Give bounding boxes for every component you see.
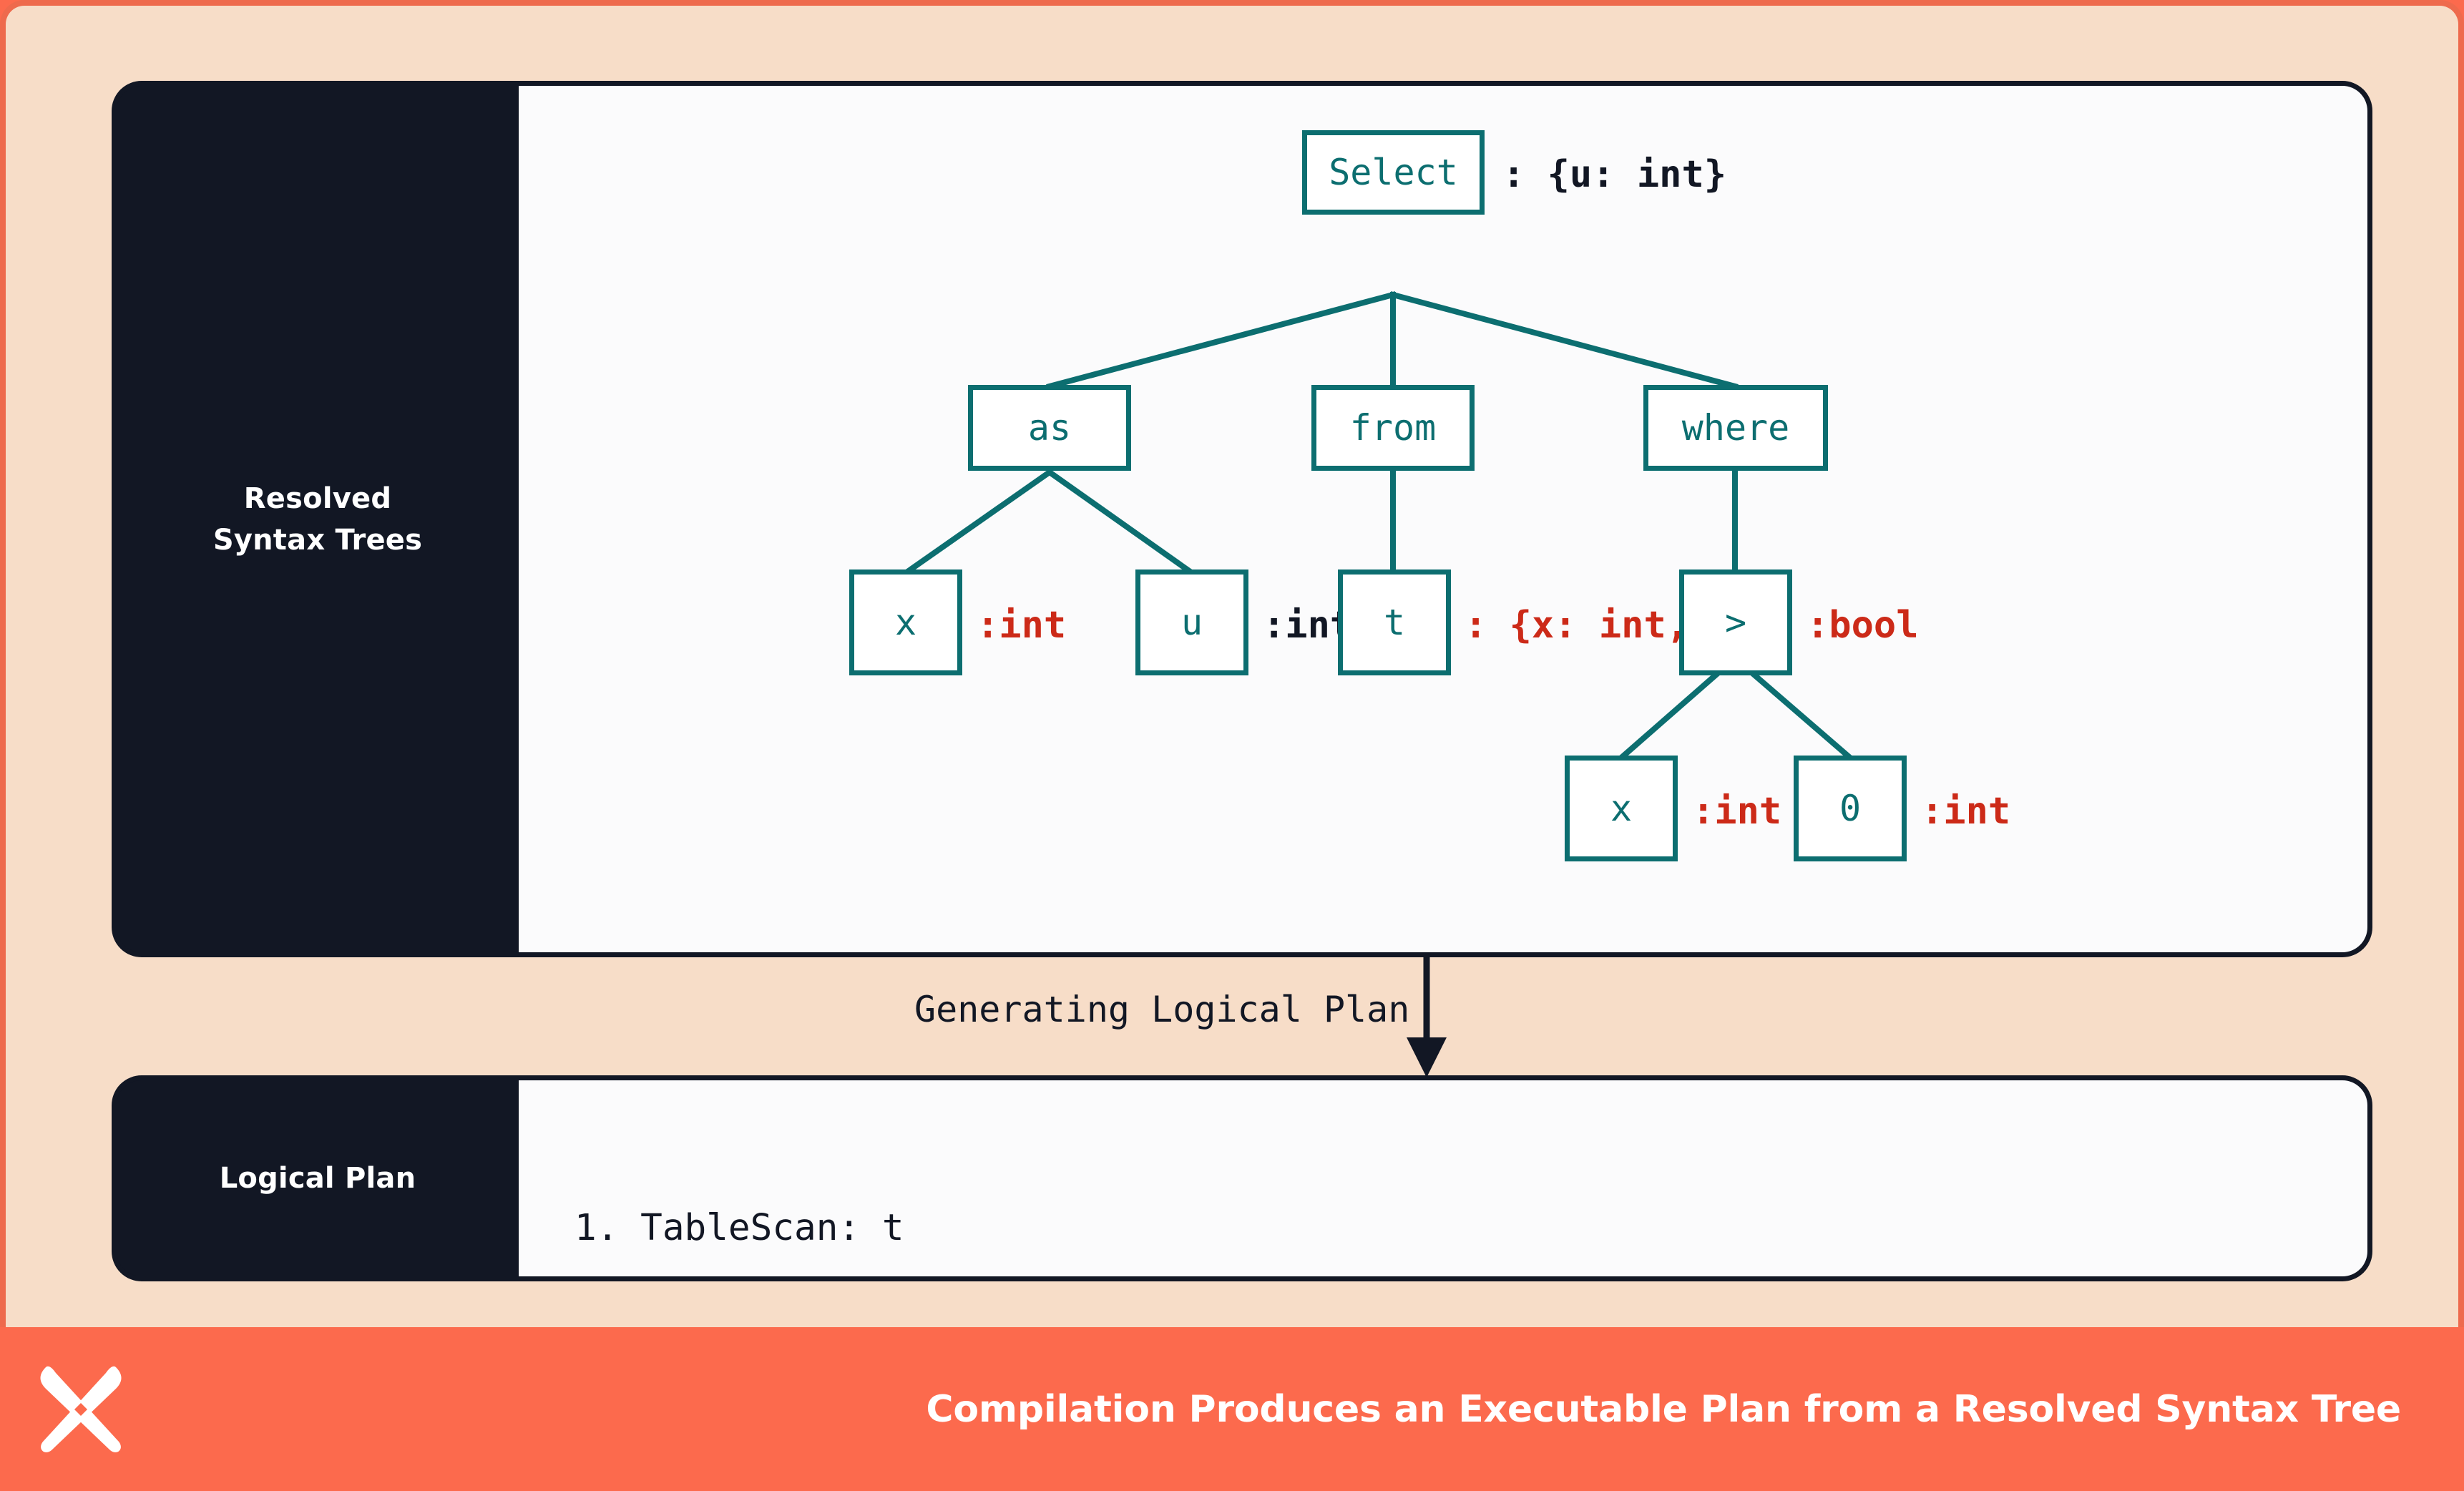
footer-banner: Compilation Produces an Executable Plan … xyxy=(0,1327,2464,1491)
resolved-syntax-trees-panel: Resolved Syntax Trees xyxy=(112,81,2372,957)
resolved-syntax-trees-label: Resolved Syntax Trees xyxy=(212,481,423,557)
logical-plan-body: 1. TableScan: t 2. Filter: t.x > 0 3. Pr… xyxy=(519,1080,2367,1276)
flow-connector: Generating Logical Plan xyxy=(112,957,2372,1077)
tree-annotation-gt-zero: :int xyxy=(1921,790,2011,833)
tree-node-as-x-label: x xyxy=(894,602,917,643)
tree-node-gt-x[interactable]: x xyxy=(1565,756,1678,861)
tree-annotation-select: : {u: int} xyxy=(1502,153,1727,196)
edge-select-where xyxy=(1389,291,1739,390)
tree-node-as-x[interactable]: x xyxy=(849,569,962,675)
resolved-syntax-trees-side: Resolved Syntax Trees xyxy=(117,86,519,952)
tree-node-from-t[interactable]: t xyxy=(1338,569,1451,675)
edge-as-x xyxy=(902,468,1054,577)
tree-node-select-label: Select xyxy=(1329,152,1458,193)
tree-node-where[interactable]: where xyxy=(1643,385,1828,471)
tree-node-as-u[interactable]: u xyxy=(1135,569,1248,675)
tree-node-from-t-label: t xyxy=(1383,602,1406,643)
flow-connector-label: Generating Logical Plan xyxy=(914,989,1410,1030)
tree-node-as-label: as xyxy=(1027,407,1072,449)
flow-arrow-icon xyxy=(1407,957,1447,1077)
logical-plan-panel: Logical Plan 1. TableScan: t 2. Filter: … xyxy=(112,1075,2372,1281)
tree-node-gt-zero-label: 0 xyxy=(1839,788,1862,829)
edge-select-as xyxy=(1046,291,1397,390)
tree-edges xyxy=(902,291,1855,763)
tree-annotation-as-x: :int xyxy=(977,604,1067,647)
tree-node-greater-than-label: > xyxy=(1724,602,1747,643)
slide-canvas: Resolved Syntax Trees xyxy=(0,0,2464,1327)
tree-node-gt-x-label: x xyxy=(1610,788,1633,829)
resolved-syntax-trees-body: Select : {u: int} as from where xyxy=(519,86,2367,952)
logical-plan-step: 1. TableScan: t xyxy=(575,1206,904,1249)
tree-annotation-as-u: :int xyxy=(1263,604,1353,647)
tree-node-from[interactable]: from xyxy=(1311,385,1475,471)
edge-as-u xyxy=(1045,468,1196,577)
tree-node-select[interactable]: Select xyxy=(1302,130,1485,215)
tree-node-greater-than[interactable]: > xyxy=(1679,569,1792,675)
syntax-tree-diagram: Select : {u: int} as from where xyxy=(519,86,2367,952)
tree-annotation-gt-x: :int xyxy=(1692,790,1782,833)
footer-caption: Compilation Produces an Executable Plan … xyxy=(926,1387,2401,1431)
logical-plan-side: Logical Plan xyxy=(117,1080,519,1276)
logical-plan-steps: 1. TableScan: t 2. Filter: t.x > 0 3. Pr… xyxy=(575,1099,1080,1276)
tree-node-as-u-label: u xyxy=(1180,602,1203,643)
tree-node-as[interactable]: as xyxy=(968,385,1131,471)
x-mark-logo-icon xyxy=(40,1366,122,1452)
tree-node-gt-zero[interactable]: 0 xyxy=(1794,756,1907,861)
tree-annotation-greater-than: :bool xyxy=(1807,604,1919,647)
tree-node-where-label: where xyxy=(1681,407,1790,449)
tree-node-from-label: from xyxy=(1349,407,1437,449)
logical-plan-label: Logical Plan xyxy=(219,1162,416,1195)
